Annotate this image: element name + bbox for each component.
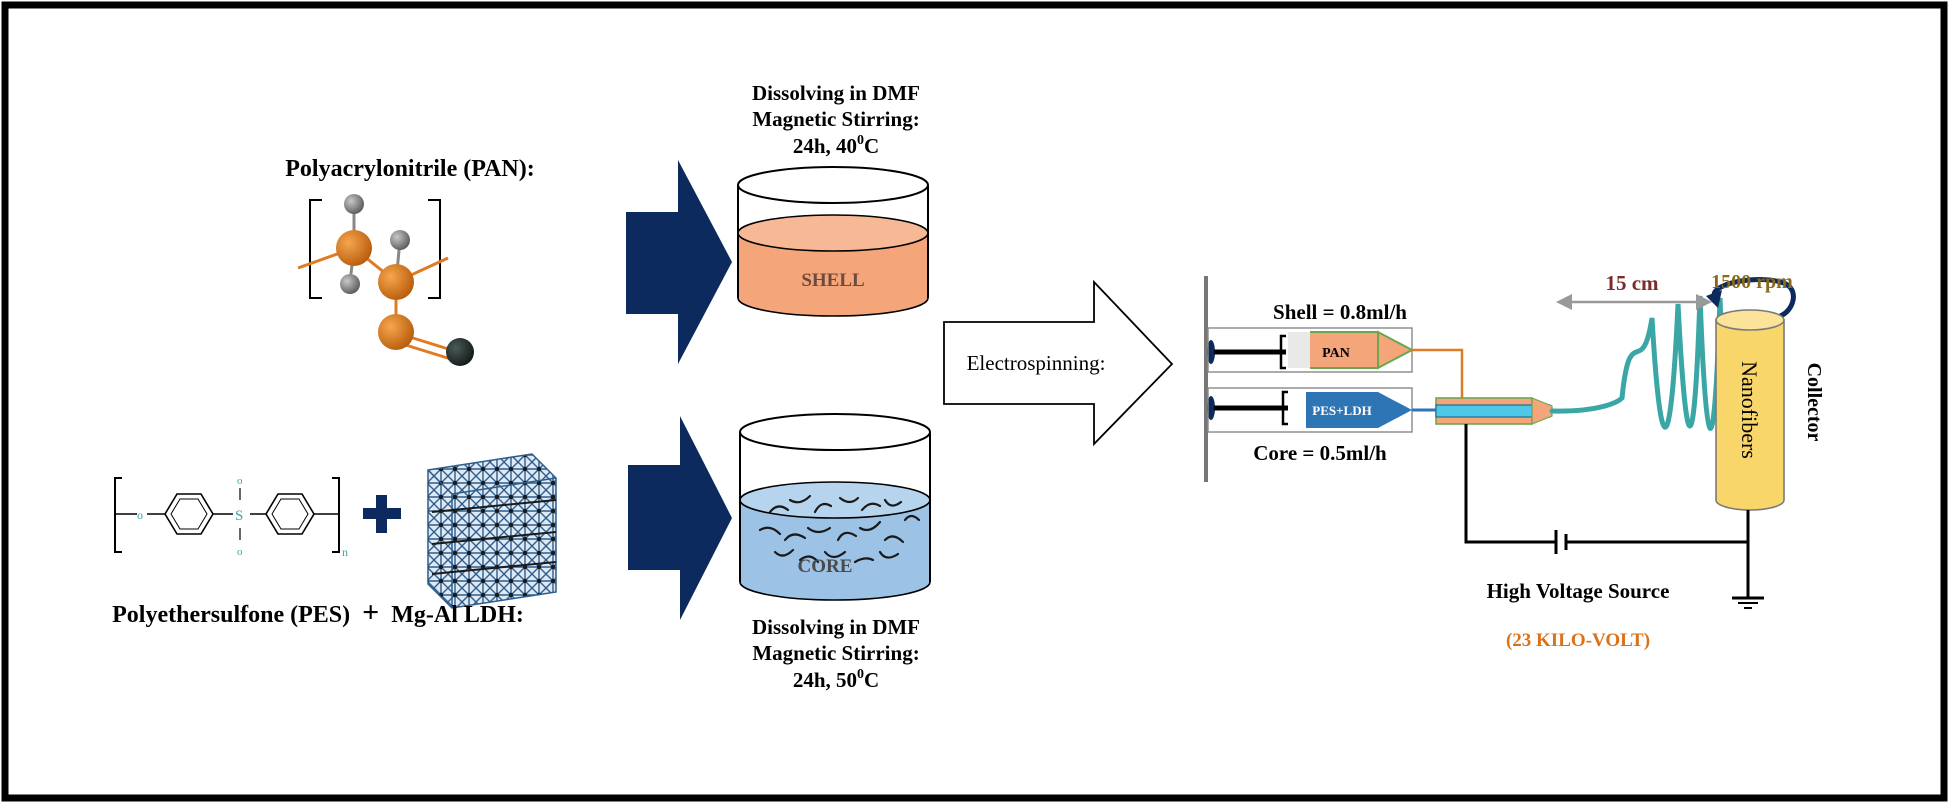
ldh-particles [758, 494, 921, 564]
pes-atom-o1: o [137, 508, 143, 522]
distance-label: 15 cm [1605, 271, 1659, 295]
core-beaker-label: CORE [798, 556, 853, 577]
collector-label: Collector [1803, 363, 1825, 442]
pan-bracket-right [428, 199, 441, 299]
electrospinning-label: Electrospinning: [967, 351, 1106, 375]
plus-icon [363, 495, 401, 533]
core-condition-line3: 24h, 500C [793, 667, 879, 692]
shell-condition-line2: Magnetic Stirring: [752, 107, 919, 131]
core-flow-rate: Core = 0.5ml/h [1253, 441, 1387, 465]
pes-subscript-n: n [342, 545, 348, 559]
rotation-arrow [1711, 277, 1796, 319]
pes-ldh-label: Polyethersulfone (PES)+Mg-Al LDH: [112, 596, 524, 629]
voltage-label: High Voltage Source [1487, 579, 1670, 603]
shell-beaker: SHELL [737, 166, 929, 317]
distance-arrow [1556, 294, 1712, 310]
pes-structure: o S o o n [114, 475, 348, 559]
shell-flow-rate: Shell = 0.8ml/h [1273, 300, 1407, 324]
voltage-circuit [1464, 424, 1764, 609]
core-dark-arrow [628, 416, 732, 620]
pes-atom-o2: o [237, 475, 243, 487]
speed-label: 1500 rpm [1711, 271, 1793, 293]
shell-dark-arrow [626, 160, 732, 364]
nanofibers-label: Nanofibers [1737, 361, 1762, 459]
pan-label: Polyacrylonitrile (PAN): [285, 156, 534, 182]
shell-condition-line3: 24h, 400C [793, 133, 879, 158]
electrospinning-arrow [943, 279, 1174, 447]
ldh-crystal [427, 453, 557, 609]
shell-beaker-label: SHELL [801, 270, 864, 291]
pan-bracket-left [309, 199, 322, 299]
pan-syringe-label: PAN [1322, 346, 1350, 361]
pes-syringe-label: PES+LDH [1312, 403, 1371, 418]
pan-molecule [297, 194, 474, 366]
collector-drum: Nanofibers [1715, 309, 1785, 511]
core-condition-line1: Dissolving in DMF [752, 615, 920, 639]
pan-syringe: PAN [1207, 327, 1468, 410]
pes-atom-o3: o [237, 546, 243, 558]
pes-atom-s: S [235, 508, 243, 524]
pes-syringe: PES+LDH [1207, 387, 1436, 433]
core-condition-line2: Magnetic Stirring: [752, 641, 919, 665]
voltage-value: (23 KILO-VOLT) [1506, 630, 1650, 651]
shell-condition-line1: Dissolving in DMF [752, 81, 920, 105]
coaxial-nozzle [1435, 397, 1553, 425]
core-beaker: CORE [739, 413, 931, 601]
